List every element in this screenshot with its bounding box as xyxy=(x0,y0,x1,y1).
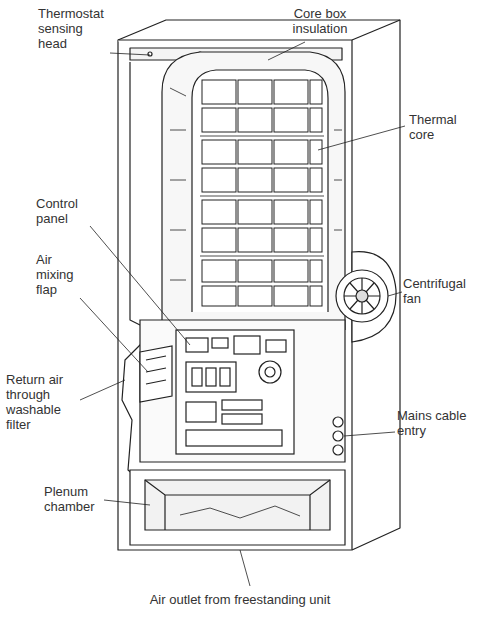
part-label: Thermostat sensing head xyxy=(38,6,110,51)
part-label: Plenum chamber xyxy=(44,484,106,514)
part-label: Thermal core xyxy=(409,112,467,142)
part-label: Return air through washable filter xyxy=(6,372,78,432)
part-label: Core box insulation xyxy=(280,6,360,36)
part-label: Control panel xyxy=(36,196,94,226)
part-label: Mains cable entry xyxy=(397,408,475,438)
part-label: Centrifugal fan xyxy=(403,276,475,306)
caption-label: Air outlet from freestanding unit xyxy=(100,592,380,607)
part-label: Air mixing flap xyxy=(36,252,82,297)
